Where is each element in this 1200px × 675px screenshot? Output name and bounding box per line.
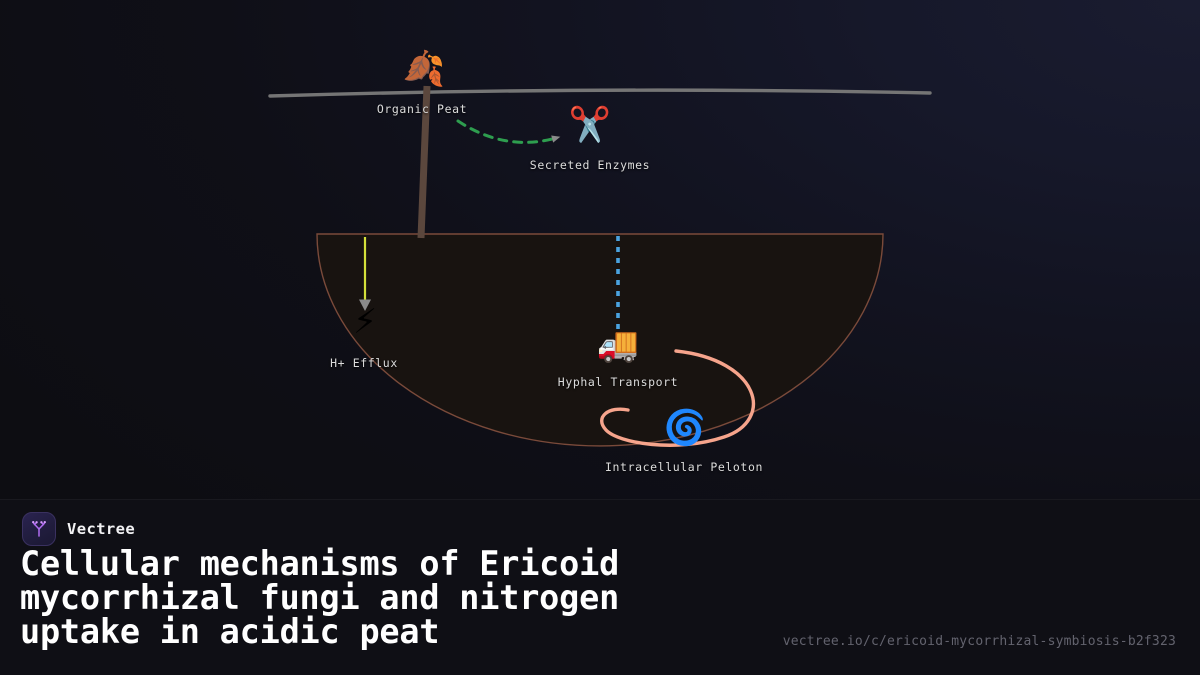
vectree-v-tree-icon bbox=[22, 512, 56, 546]
concept-diagram bbox=[268, 85, 932, 447]
node-label-hyphal-transport: Hyphal Transport bbox=[557, 375, 679, 389]
card-url[interactable]: vectree.io/c/ericoid-mycorrhizal-symbios… bbox=[782, 634, 1176, 649]
plant-stem bbox=[417, 85, 431, 239]
edge-peat-to-enzymes bbox=[456, 119, 561, 144]
node-label-secreted-enzymes: Secreted Enzymes bbox=[529, 158, 651, 172]
brand-row[interactable]: Vectree bbox=[22, 512, 135, 546]
peat-surface-line bbox=[268, 88, 932, 98]
node-label-organic-peat: Organic Peat bbox=[376, 102, 468, 116]
delivery-truck-icon: 🚚 bbox=[596, 325, 640, 365]
edge-transport-to-peloton-loop bbox=[600, 349, 756, 447]
cyclone-icon: 🌀 bbox=[663, 408, 707, 448]
node-label-intracellular-peloton: Intracellular Peloton bbox=[605, 460, 763, 474]
fallen-leaf-icon: 🍂 bbox=[402, 49, 446, 89]
high-voltage-icon: ⚡ bbox=[353, 302, 377, 342]
node-label-h-efflux: H+ Efflux bbox=[330, 356, 398, 370]
card-footer: Vectree Cellular mechanisms of Ericoid m… bbox=[0, 499, 1200, 675]
card-title: Cellular mechanisms of Ericoid mycorrhiz… bbox=[20, 544, 620, 651]
root-zone-semicircle bbox=[316, 233, 884, 447]
brand-name: Vectree bbox=[67, 520, 136, 538]
scissors-icon: ✂️ bbox=[568, 105, 612, 145]
